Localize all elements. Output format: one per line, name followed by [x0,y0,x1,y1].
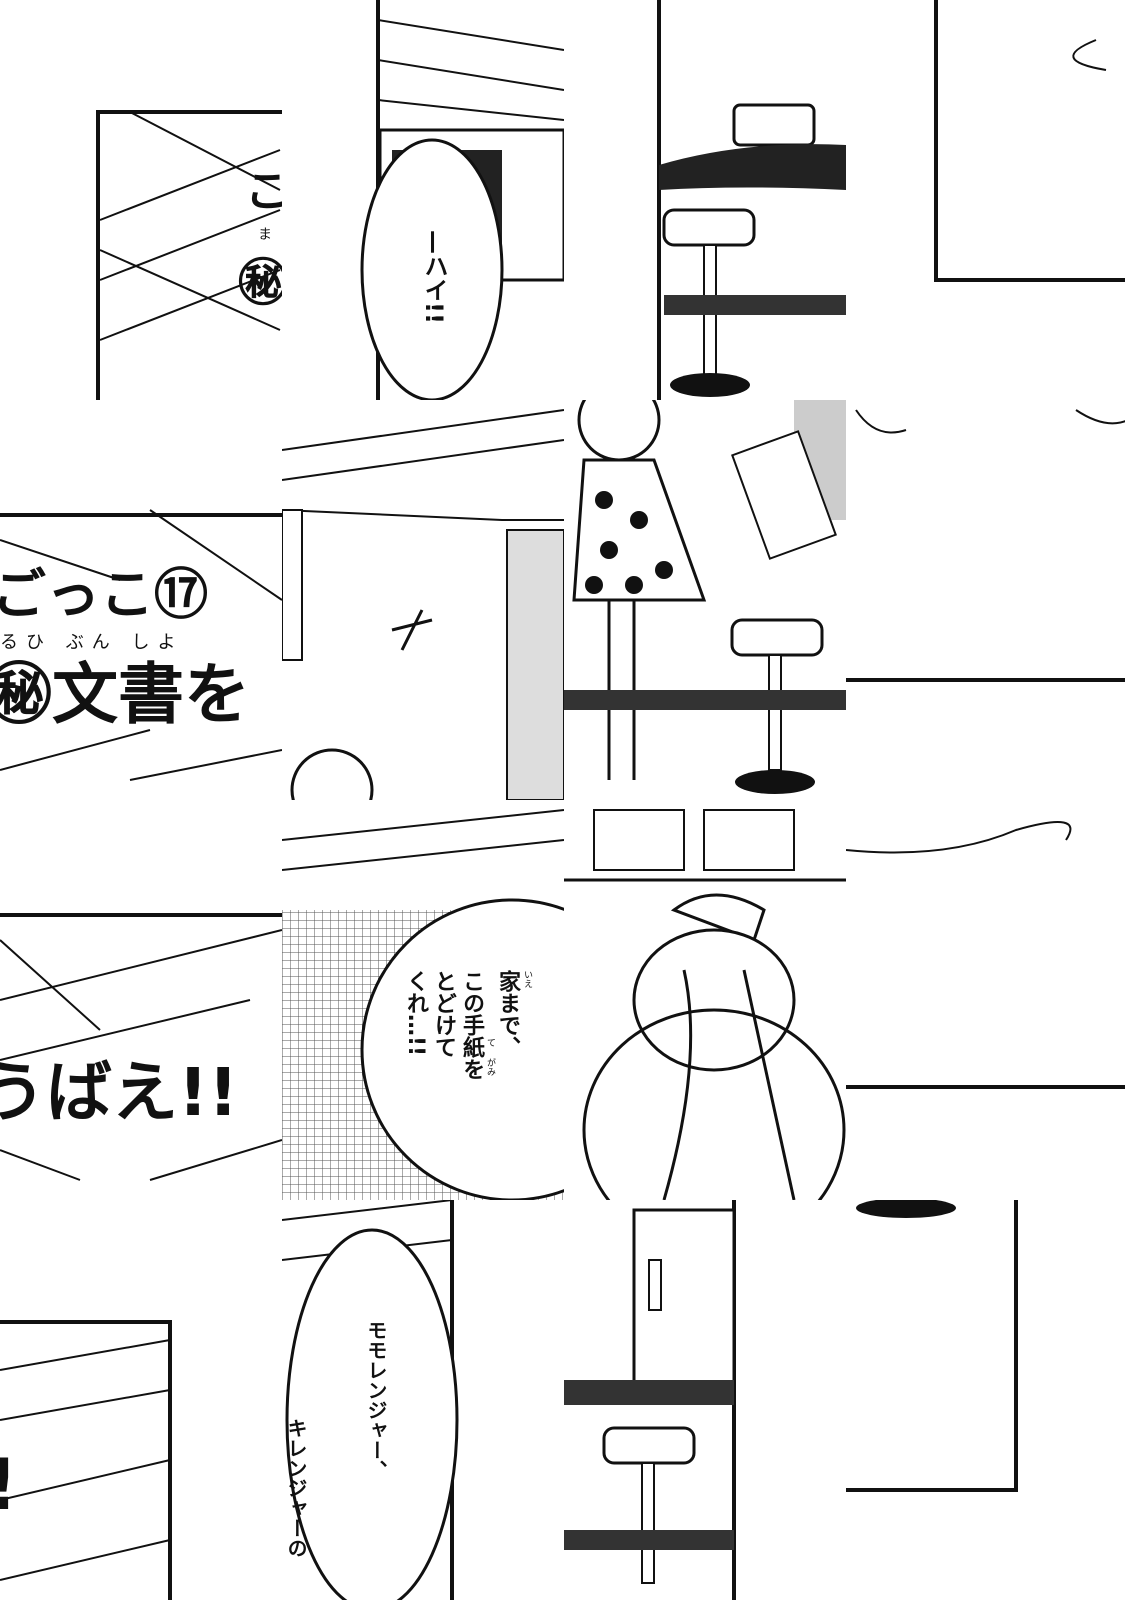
bubble-panel [282,1200,459,1600]
tile-r1c1 [282,400,564,800]
speech-bubble-rangers-2: キレンジャーの [284,1418,308,1558]
tile-r1c3 [846,400,1125,800]
tv-and-bubble [360,0,564,400]
title-fragment-excl: ! [0,1450,18,1520]
tiled-wall-and-bubble [282,809,564,1200]
tile-r3c0: ! [0,1200,282,1600]
speech-bubble-rangers-1: モモレンジャー、 [364,1320,388,1480]
tile-r1c0: ごっこ⑰ るひ ぶん しよ ㊙文書を [0,400,282,800]
panel-frame [846,821,1125,1089]
counter-stool [564,1200,736,1600]
panel-frame [0,1320,172,1600]
letter-line-2: この手紙を [459,970,484,1080]
room-interior [282,409,564,800]
tile-r3c2 [564,1200,846,1600]
tile-r0c3 [846,0,1125,400]
counter-phone-stool [657,0,846,400]
ruby-fragment: ま [258,227,280,243]
letter-line-3: とどけて [431,970,456,1058]
speech-bubble-hai: —ハイ!! [420,230,448,324]
ruby-te: て [485,1038,495,1047]
title-fragment-ko: こ [245,166,282,217]
ceiling-lines [0,913,282,1181]
tile-r1c2 [564,400,846,800]
tile-r3c3 [846,1200,1125,1600]
title-line1: ごっこ⑰ [0,563,208,626]
tile-r0c0: こ ま ㊙ [0,0,282,400]
title-line2: ㊙文書を [0,656,250,733]
ruby-gami: がみ [485,1058,495,1076]
title-line3: うばえ!! [0,1054,239,1131]
tile-r2c3 [846,800,1125,1200]
ceiling-lines [96,110,282,400]
ceiling-lines [0,509,282,781]
panel-frame [934,0,1125,282]
tile-r0c2 [564,0,846,400]
chef-character [564,809,846,1200]
secret-mark: ㊙ [238,254,282,312]
girl-in-heart-dress [564,400,846,794]
letter-line-1: 家まで、 [495,970,520,1058]
panel-frame [846,409,1125,682]
tile-r2c1: 家まで、 この手紙を とどけて くれ…!! いえ て がみ [282,800,564,1200]
tile-r0c1: —ハイ!! [282,0,564,400]
title-ruby: るひ ぶん しよ [0,632,184,653]
tile-r2c0: うばえ!! [0,800,282,1200]
panel-frame [846,1200,1018,1492]
letter-line-4: くれ…!! [403,970,428,1057]
tile-r2c2 [564,800,846,1200]
tile-r3c1: モモレンジャー、 キレンジャーの [282,1200,564,1600]
ruby-ie: いえ [522,970,532,988]
